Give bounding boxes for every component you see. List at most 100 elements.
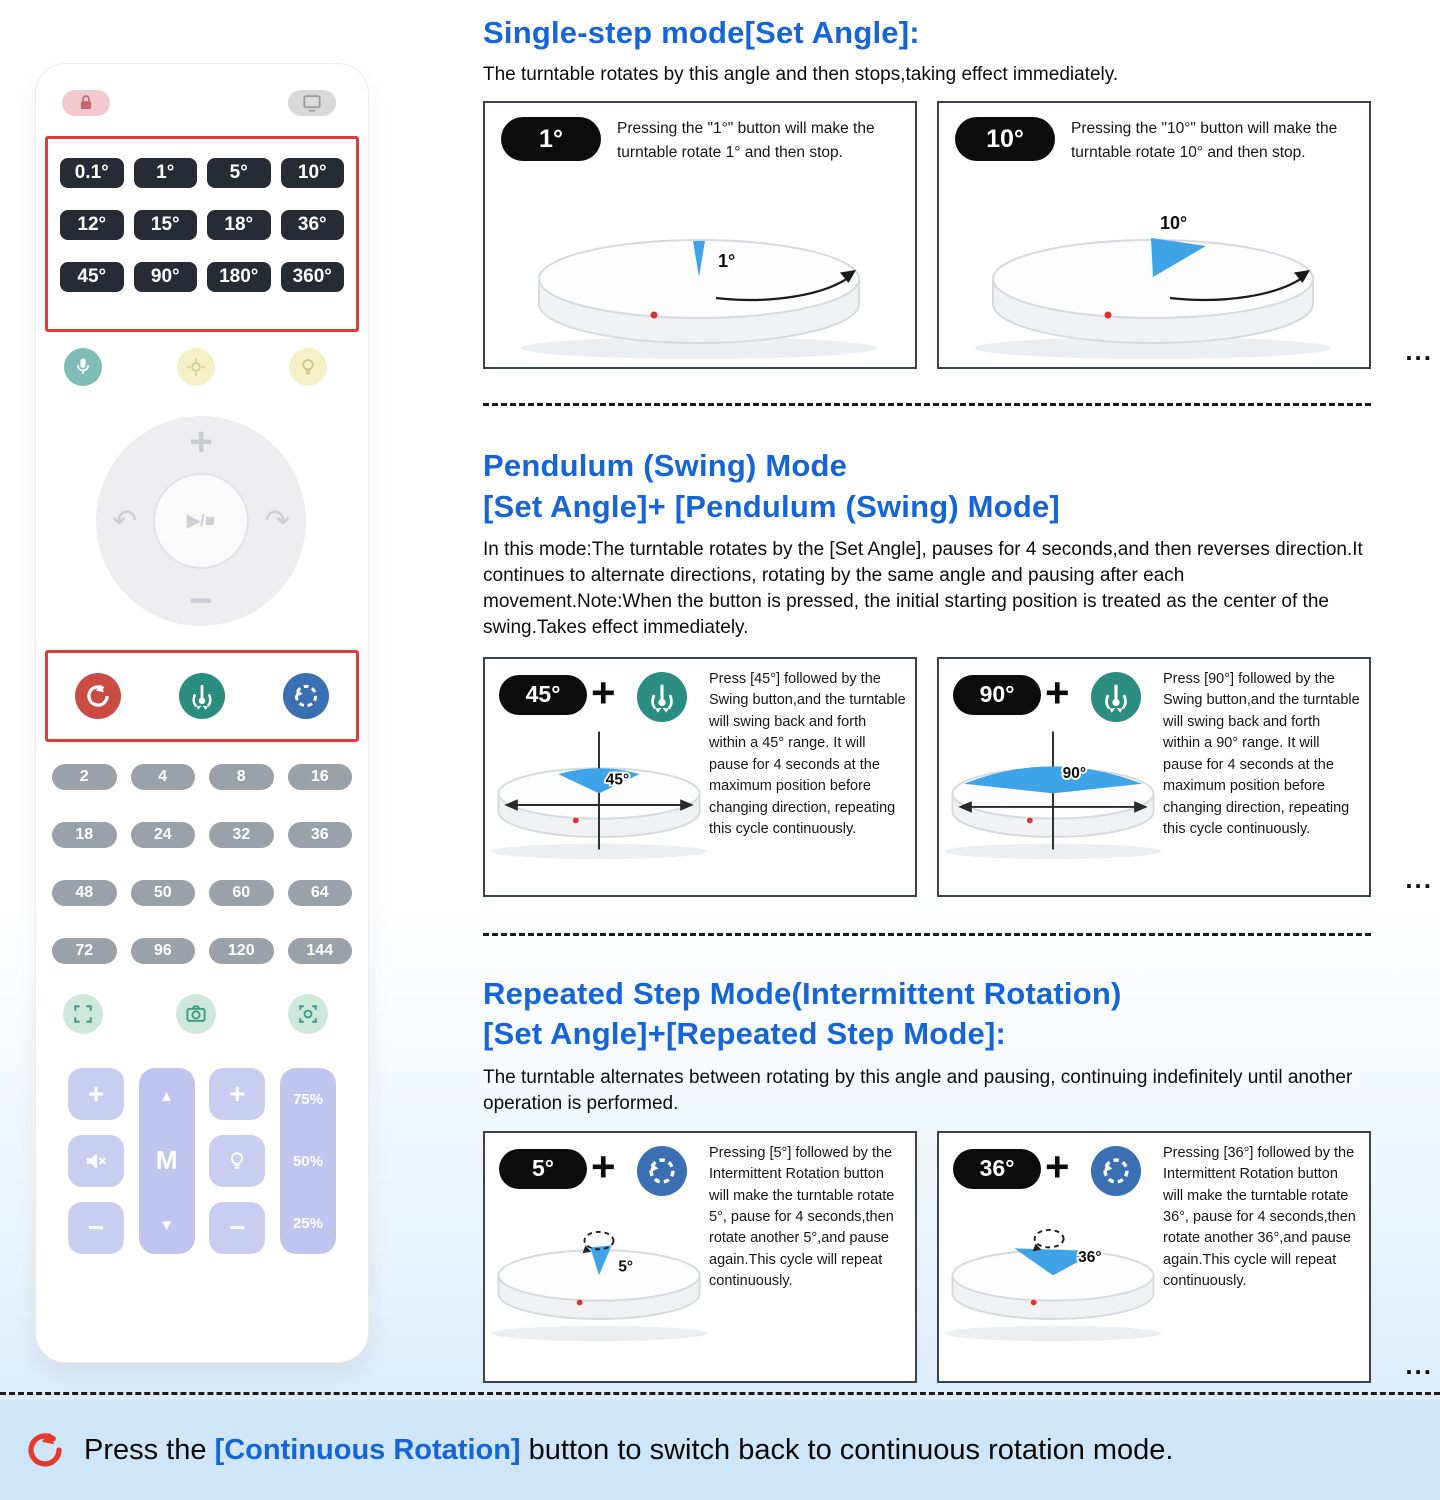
card-description: Press [45°] followed by the Swing button… [709,670,906,838]
intermittent-rotation-button-badge [1091,1145,1141,1196]
angle-button: 12° [60,210,124,240]
turntable-diagram: 1° [521,239,877,360]
continuous-rotation-icon [87,684,109,707]
bulb-icon [302,359,314,375]
card-description: Pressing [36°] followed by the Intermitt… [1163,1144,1356,1290]
power-led [572,817,579,824]
light-button [289,348,327,386]
speed-button: 60 [209,880,274,906]
rotate-right-icon: ↷ [264,504,290,538]
rotation-arrow [1169,274,1307,302]
lock-button [62,90,110,116]
example-card-10deg: 10° Pressing the "10°" button will make … [937,101,1371,370]
menu-up-icon: ▲ [159,1088,175,1106]
diagram-angle-label: 36° [1078,1248,1101,1265]
section-title: Single-step mode[Set Angle]: [483,15,920,50]
speed-button: 32 [209,822,274,848]
footer-text: Press the [Continuous Rotation] button t… [84,1434,1173,1467]
instructions: Single-step mode[Set Angle]: The turntab… [483,0,1431,1383]
speed-button: 8 [209,764,274,790]
speed-button: 48 [52,880,117,906]
ellipsis: ... [1405,863,1433,894]
lock-icon [80,95,92,109]
section-repeated-step: Repeated Step Mode(Intermittent Rotation… [483,974,1431,1383]
angle-button: 5° [207,158,271,188]
mute-icon [86,1153,107,1169]
step-rotation-arrow [1033,1228,1065,1248]
turntable-diagram: 5° [490,1230,708,1341]
percent-25-label: 25% [292,1214,323,1232]
percent-75-label: 75% [292,1090,323,1108]
speed-button: 2 [52,764,117,790]
menu-label: M [155,1145,178,1176]
footer-text-highlight: [Continuous Rotation] [214,1433,521,1466]
turntable-diagram: 45° [490,731,708,860]
expand-icon [74,1005,92,1023]
angle-button-grid: 0.1° 1° 5° 10° 12° 15° 18° 36° 45° 90° 1… [48,139,356,311]
section-single-step: Single-step mode[Set Angle]: The turntab… [483,13,1431,407]
dpad: + ↶ ↷ − ▶/■ [96,416,306,626]
angle-pill: 5° [499,1148,587,1189]
angle-wedge [558,768,640,794]
card-description: Pressing the "1°" button will make the t… [617,120,875,161]
function-button-row [36,348,368,388]
step-rotation-arrow [583,1230,615,1250]
footer-text-suffix: button to switch back to continuous rota… [520,1433,1174,1466]
intermittent-rotation-button [283,673,329,719]
example-card-1deg: 1° Pressing the "1°" button will make th… [483,101,917,370]
angle-button: 360° [280,262,344,292]
angle-wedge [1014,1247,1098,1275]
pendulum-swing-button-badge [1091,671,1141,722]
angle-button: 90° [133,262,197,292]
speed-button: 72 [52,938,117,964]
intermittent-rotation-button-badge [637,1145,687,1196]
volume-column: + − [68,1068,124,1254]
light-column: + − [209,1068,266,1254]
pendulum-swing-button-badge [637,671,687,722]
card-description: Pressing the "10°" button will make the … [1071,120,1338,161]
title-line-1: Repeated Step Mode(Intermittent Rotation… [483,975,1122,1011]
brightness-icon [187,358,205,376]
intermittent-rotation-icon [294,684,318,708]
section-intro: In this mode:The turntable rotates by th… [483,538,1363,638]
section-title: Repeated Step Mode(Intermittent Rotation… [483,974,1371,1055]
menu-button: ▲ M ▼ [138,1068,195,1254]
intermittent-rotation-icon [649,1157,675,1184]
plus-sign: + [591,1142,616,1190]
angle-pill: 45° [499,674,587,715]
angle-button: 1° [133,158,197,188]
pendulum-swing-icon [192,684,212,710]
turntable-diagram: 90° [944,731,1162,860]
camera-button-row [36,994,368,1034]
diagram-angle-label: 1° [718,251,735,271]
section-title: Pendulum (Swing) Mode[Set Angle]+ [Pendu… [483,446,1371,527]
angle-wedge [693,241,705,278]
dpad-minus-button: − [189,579,213,623]
example-card-90deg: 90° + Press [90°] followed by the Swing … [937,656,1371,897]
turntable-diagram: 10° [975,211,1331,360]
section-intro: The turntable alternates between rotatin… [483,1066,1353,1114]
intermittent-rotation-icon [1103,1157,1129,1184]
ellipsis: ... [1405,336,1433,367]
angle-wedge [1151,238,1206,278]
dpad-plus-button: + [189,420,213,464]
speed-button: 50 [130,880,195,906]
diagram-angle-label: 10° [1160,213,1187,233]
section-pendulum-swing: Pendulum (Swing) Mode[Set Angle]+ [Pendu… [483,446,1431,936]
angle-button: 180° [207,262,271,292]
footer-text-prefix: Press the [84,1433,215,1466]
example-card-5deg: 5° + Pressing [5°] followed by the Inter… [483,1130,917,1383]
speed-button: 36 [287,822,352,848]
section-divider [483,932,1371,936]
power-led [650,311,658,319]
screen-icon [303,95,321,112]
angle-pill: 10° [955,117,1055,162]
section-divider [483,403,1371,407]
light-up-button: + [209,1068,266,1120]
example-card-45deg: 45° + Press [45°] followed by the Swing … [483,656,917,897]
angle-wedge [590,1245,612,1275]
power-led [1104,311,1112,319]
angle-buttons-highlight-box: 0.1° 1° 5° 10° 12° 15° 18° 36° 45° 90° 1… [45,136,359,332]
camera-icon [186,1005,206,1022]
volume-up-button: + [68,1068,124,1120]
